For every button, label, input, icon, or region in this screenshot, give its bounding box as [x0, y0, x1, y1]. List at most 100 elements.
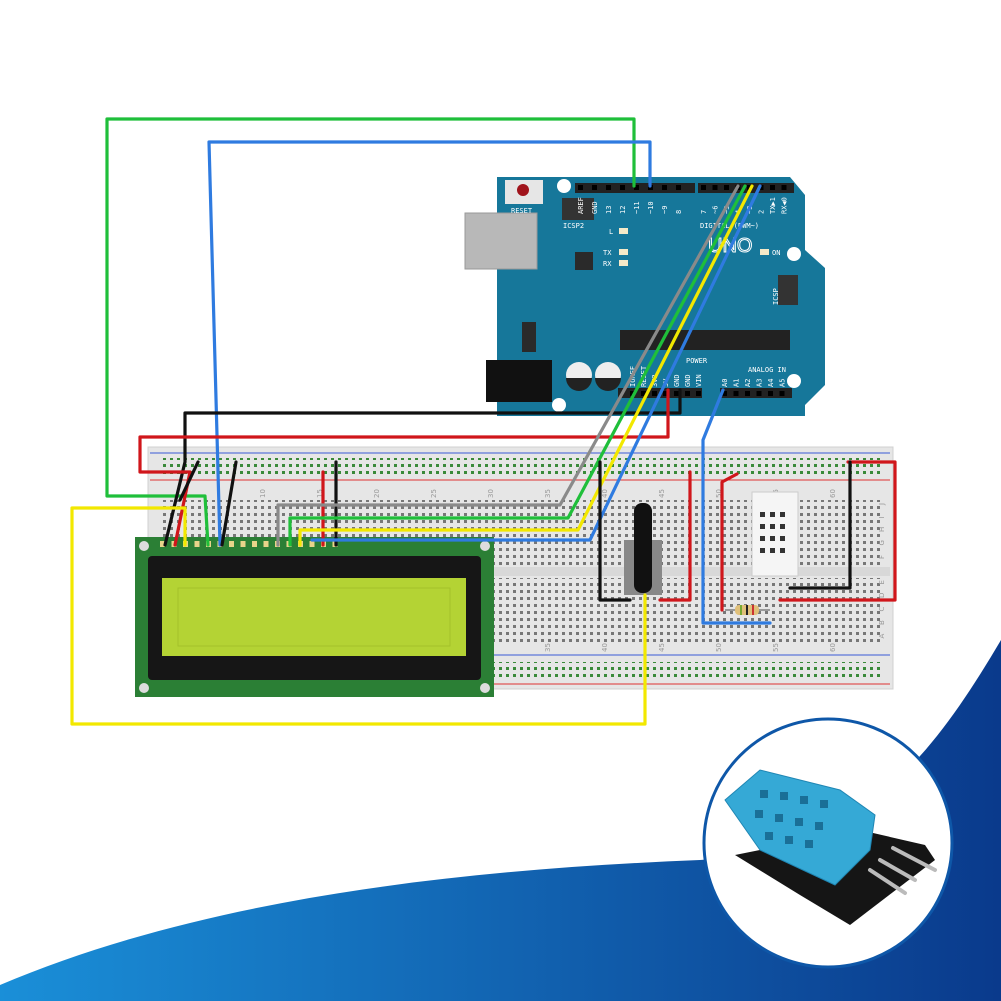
potentiometer[interactable]: [624, 503, 662, 595]
analog-in-label: ANALOG IN: [748, 366, 786, 374]
column-number: 25: [430, 489, 438, 498]
header-pin[interactable]: [641, 391, 646, 396]
pin-label: GND: [684, 374, 692, 387]
header-pin[interactable]: [733, 391, 739, 396]
pin-label: 12: [619, 206, 627, 214]
header-pin[interactable]: [722, 391, 727, 396]
row-letter: D: [878, 593, 886, 598]
usb-port: [464, 212, 538, 270]
column-number: 15: [316, 489, 324, 498]
pin-label: A4: [767, 379, 775, 387]
column-number: 40: [601, 489, 609, 498]
column-number: 35: [544, 643, 552, 652]
lcd-pin: [263, 541, 269, 547]
column-number: 45: [658, 643, 666, 652]
header-pin[interactable]: [630, 391, 635, 396]
lcd-pin: [160, 541, 165, 547]
header-pin[interactable]: [652, 391, 657, 396]
header-pin[interactable]: [779, 391, 785, 396]
column-number: 10: [259, 489, 267, 498]
header-pin[interactable]: [781, 185, 787, 190]
lcd-pin: [309, 541, 315, 547]
column-number: 30: [487, 489, 495, 498]
pin-label: 8: [675, 210, 683, 214]
pin-label: GND: [673, 374, 681, 387]
pin-label: ~5: [723, 206, 731, 214]
pin-label: TX▶1: [769, 197, 777, 214]
row-letter: A: [878, 634, 886, 639]
pin-label: A0: [721, 379, 729, 387]
pin-label: GND: [591, 201, 599, 214]
column-number: 20: [373, 489, 381, 498]
header-pin[interactable]: [756, 391, 762, 396]
header-pin[interactable]: [663, 391, 668, 396]
header-pin[interactable]: [634, 185, 639, 190]
column-number: 55: [772, 643, 780, 652]
header-pin[interactable]: [676, 185, 681, 190]
row-letter: I: [878, 516, 886, 518]
row-letter: J: [878, 503, 886, 506]
led-on-label: ON: [772, 249, 780, 257]
wires: [70, 117, 897, 726]
reset-label: RESET: [511, 207, 533, 215]
power-label: POWER: [686, 357, 708, 365]
column-number: 40: [601, 643, 609, 652]
pin-label: 7: [700, 210, 708, 214]
led-tx-label: TX: [603, 249, 612, 257]
lcd-pin: [252, 541, 257, 547]
led-l-label: L: [609, 228, 613, 236]
header-pin[interactable]: [701, 185, 706, 190]
header-pin[interactable]: [724, 185, 729, 190]
pin-label: ~11: [633, 201, 641, 214]
icsp-label: ICSP: [772, 288, 780, 305]
row-letter: C: [878, 607, 886, 612]
header-pin[interactable]: [768, 391, 773, 396]
pin-label: A1: [733, 379, 741, 387]
row-letter: H: [878, 527, 886, 532]
pin-label: ~9: [661, 206, 669, 214]
pin-label: AREF: [577, 197, 585, 214]
resistor: [725, 605, 770, 615]
header-pin[interactable]: [712, 185, 718, 190]
row-letter: G: [878, 540, 886, 545]
dht11-module-photo: [702, 717, 954, 969]
column-number: 60: [829, 489, 837, 498]
row-letter: E: [878, 580, 886, 584]
pin-label: ~6: [712, 206, 720, 214]
header-pin[interactable]: [592, 185, 597, 190]
pin-label: VIN: [695, 374, 703, 387]
row-letter: B: [878, 620, 886, 625]
header-pin[interactable]: [578, 185, 583, 190]
pin-label: A2: [744, 379, 752, 387]
header-pin[interactable]: [606, 185, 611, 190]
pin-label: ~10: [647, 201, 655, 214]
dht-sensor: [751, 491, 799, 577]
digital-label: DIGITAL (PWM~): [700, 222, 759, 230]
header-pin[interactable]: [745, 391, 750, 396]
lcd-pin: [229, 541, 234, 547]
header-pin[interactable]: [674, 391, 679, 396]
pin-label: 13: [605, 206, 613, 214]
icsp2-label: ICSP2: [563, 222, 584, 230]
lcd-16x2: [135, 537, 494, 697]
pin-label: RX◀0: [781, 197, 789, 214]
column-number: 60: [829, 643, 837, 652]
led-rx-label: RX: [603, 260, 612, 268]
pin-label: 2: [758, 210, 766, 214]
column-number: 50: [715, 643, 723, 652]
column-number: 50: [715, 489, 723, 498]
power-jack: [486, 360, 552, 402]
header-pin[interactable]: [770, 185, 775, 190]
column-number: 45: [658, 489, 666, 498]
row-letter: F: [878, 555, 886, 559]
pin-label: A3: [756, 379, 764, 387]
header-pin[interactable]: [685, 391, 690, 396]
header-pin[interactable]: [662, 185, 667, 190]
lcd-pin: [194, 541, 200, 547]
header-pin[interactable]: [620, 185, 625, 190]
pin-label: A5: [779, 379, 787, 387]
column-number: 35: [544, 489, 552, 498]
header-pin[interactable]: [696, 391, 701, 396]
